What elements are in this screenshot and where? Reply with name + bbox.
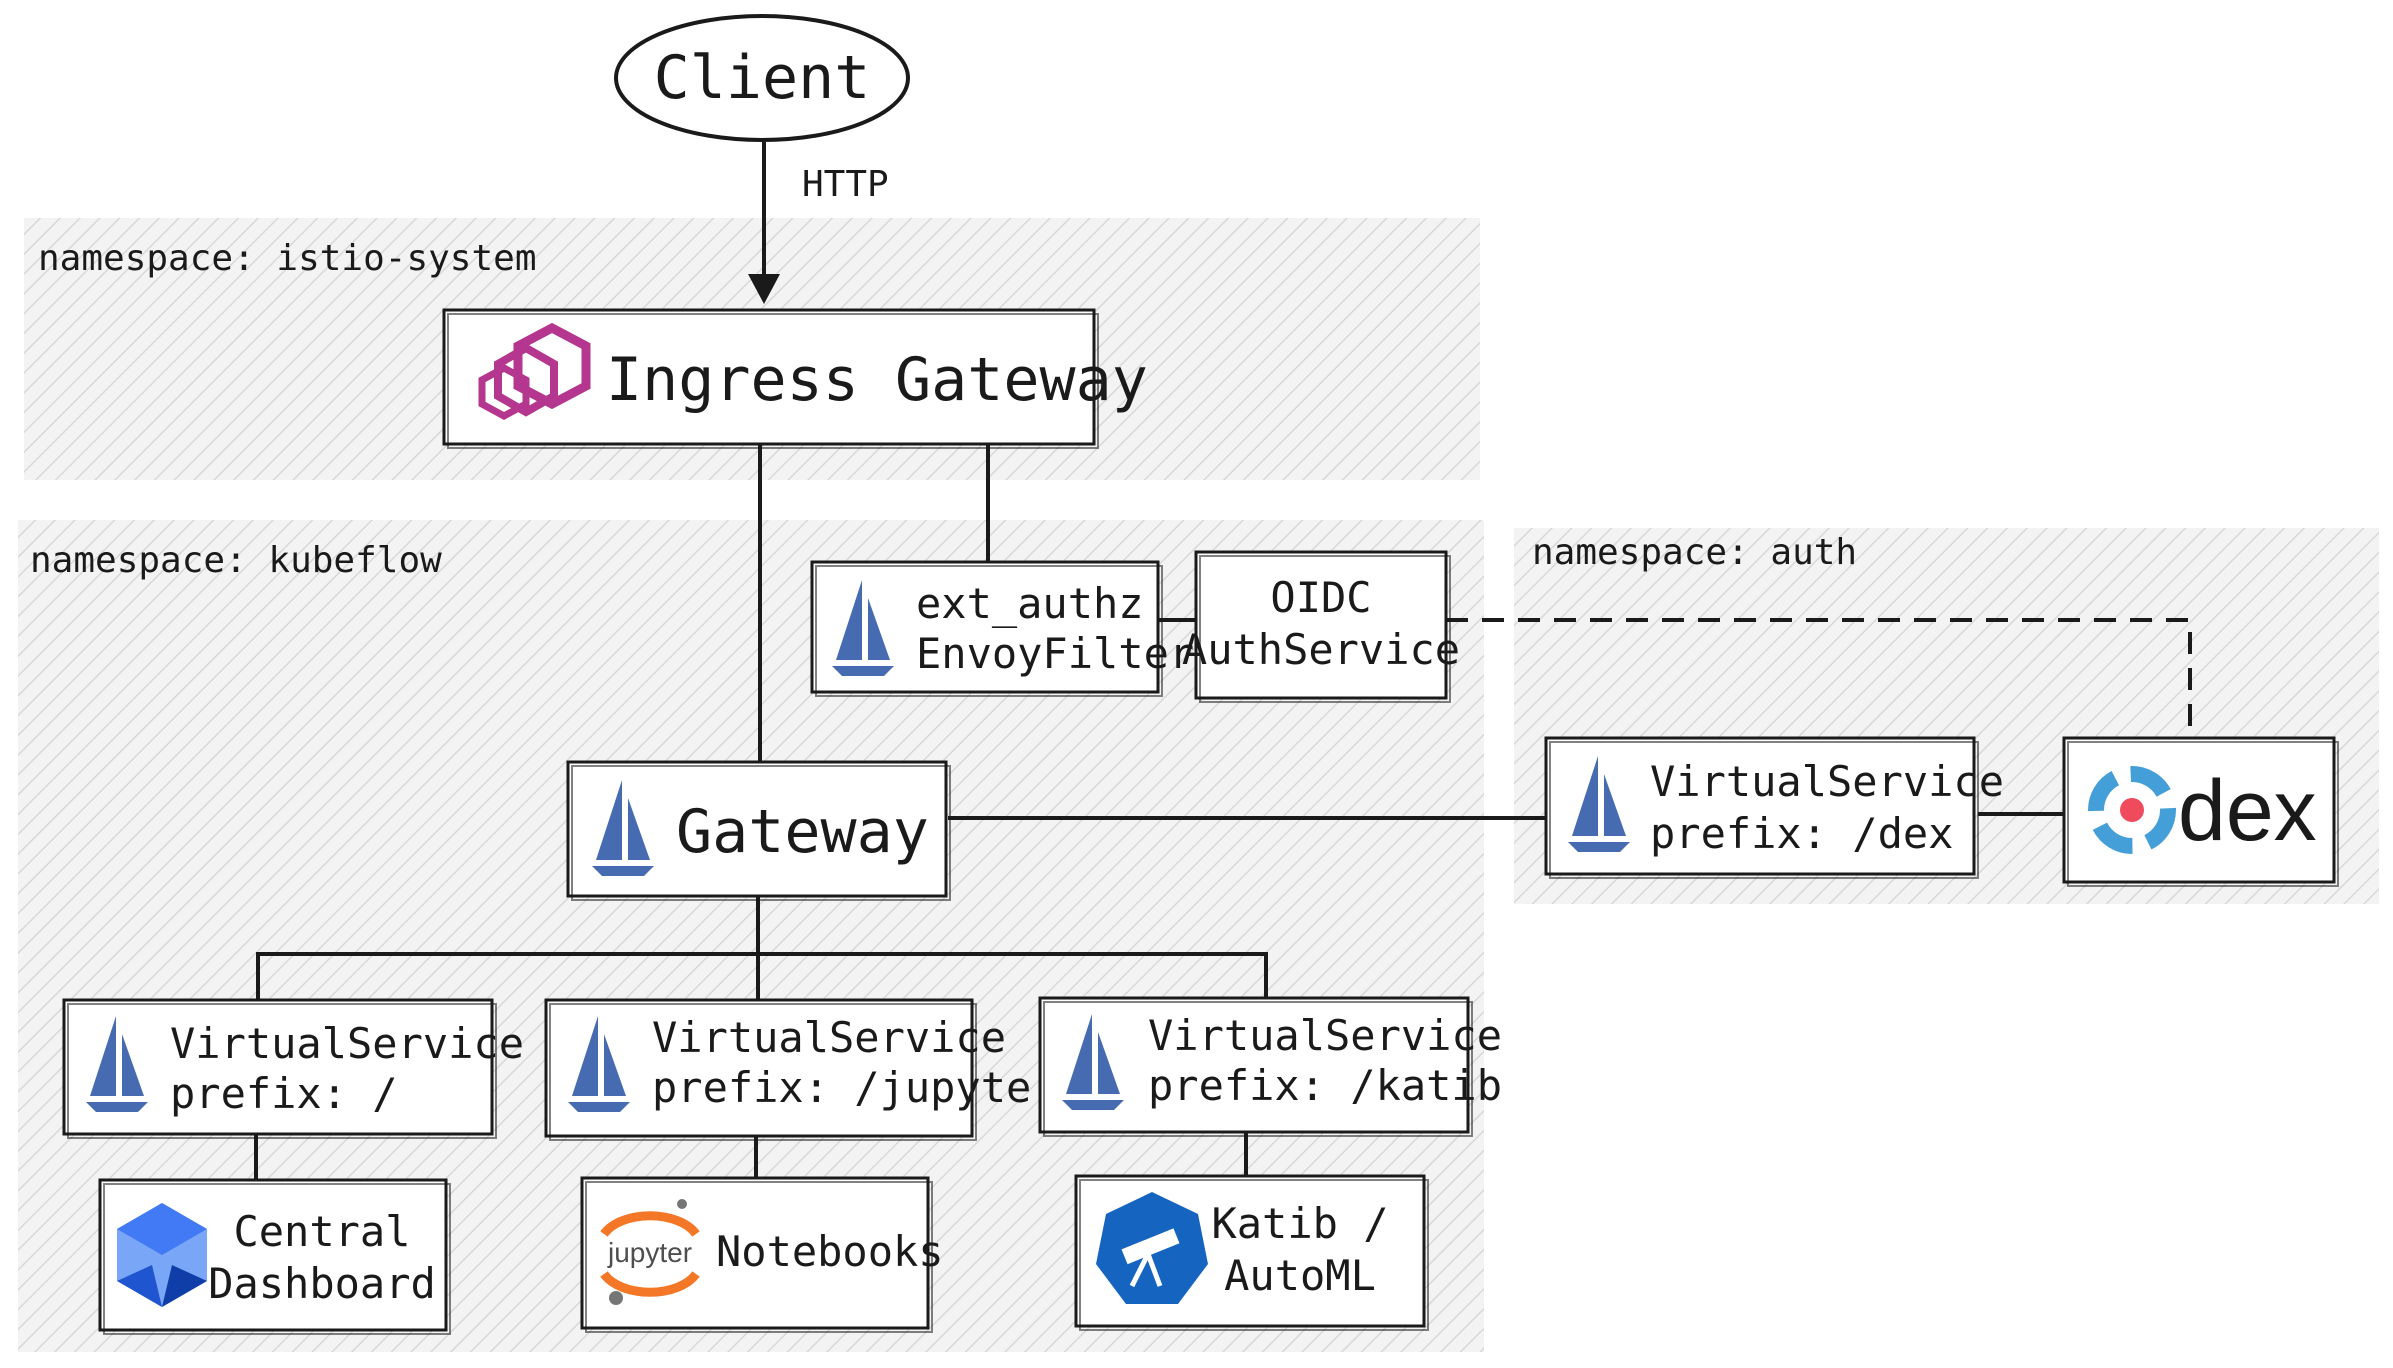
oidc-authservice-node[interactable]: OIDC AuthService bbox=[1182, 550, 1460, 703]
dex-label: dex bbox=[2178, 763, 2317, 859]
client-node[interactable]: Client bbox=[614, 14, 910, 142]
oidc-line2: AuthService bbox=[1182, 625, 1460, 674]
extauthz-line1: ext_authz bbox=[916, 579, 1144, 628]
vs-dex-node[interactable]: VirtualService prefix: /dex bbox=[1544, 736, 2004, 879]
arrowhead-icon bbox=[748, 274, 780, 304]
katib-line2: AutoML bbox=[1224, 1251, 1376, 1300]
vs-jupyter-node[interactable]: VirtualService prefix: /jupyter bbox=[544, 998, 1057, 1141]
jupyter-icon: jupyter bbox=[600, 1199, 700, 1305]
telescope-icon bbox=[1096, 1192, 1208, 1304]
ingress-gateway-node[interactable]: Ingress Gateway bbox=[442, 308, 1148, 449]
vs-dex-line2: prefix: /dex bbox=[1650, 809, 1953, 858]
extauthz-line2: EnvoyFilter bbox=[916, 629, 1194, 678]
vs-jupyter-line2: prefix: /jupyter bbox=[652, 1063, 1057, 1112]
dex-node[interactable]: dex bbox=[2062, 736, 2339, 887]
vs-root-line2: prefix: / bbox=[170, 1069, 398, 1118]
envoy-icon bbox=[478, 322, 591, 420]
ingress-gateway-label: Ingress Gateway bbox=[606, 345, 1148, 415]
client-label: Client bbox=[654, 43, 871, 113]
central-dashboard-node[interactable]: Central Dashboard bbox=[98, 1178, 451, 1335]
namespace-kubeflow-label: namespace: kubeflow bbox=[30, 540, 442, 581]
dashboard-line1: Central bbox=[233, 1207, 410, 1256]
http-label: HTTP bbox=[802, 164, 889, 205]
dex-icon bbox=[2088, 766, 2176, 854]
vs-katib-line2: prefix: /katib bbox=[1148, 1061, 1502, 1110]
dashboard-line2: Dashboard bbox=[208, 1259, 436, 1308]
extauthz-envoyfilter-node[interactable]: ext_authz EnvoyFilter bbox=[810, 560, 1194, 697]
oidc-line1: OIDC bbox=[1270, 573, 1371, 622]
vs-katib-node[interactable]: VirtualService prefix: /katib bbox=[1038, 996, 1502, 1137]
gateway-node[interactable]: Gateway bbox=[566, 760, 951, 901]
notebooks-node[interactable]: jupyter Notebooks bbox=[580, 1176, 944, 1333]
vs-katib-line1: VirtualService bbox=[1148, 1011, 1502, 1060]
vs-root-node[interactable]: VirtualService prefix: / bbox=[62, 998, 524, 1139]
notebooks-label: Notebooks bbox=[716, 1227, 944, 1276]
katib-line1: Katib / bbox=[1211, 1199, 1388, 1248]
jupyter-icon-text: jupyter bbox=[607, 1237, 692, 1268]
vs-dex-line1: VirtualService bbox=[1650, 757, 2004, 806]
vs-root-line1: VirtualService bbox=[170, 1019, 524, 1068]
vs-jupyter-line1: VirtualService bbox=[652, 1013, 1006, 1062]
namespace-istio-system-label: namespace: istio-system bbox=[38, 238, 537, 279]
katib-node[interactable]: Katib / AutoML bbox=[1074, 1174, 1429, 1331]
namespace-auth-label: namespace: auth bbox=[1532, 532, 1857, 573]
gateway-label: Gateway bbox=[676, 797, 929, 867]
kubeflow-icon bbox=[117, 1203, 207, 1307]
